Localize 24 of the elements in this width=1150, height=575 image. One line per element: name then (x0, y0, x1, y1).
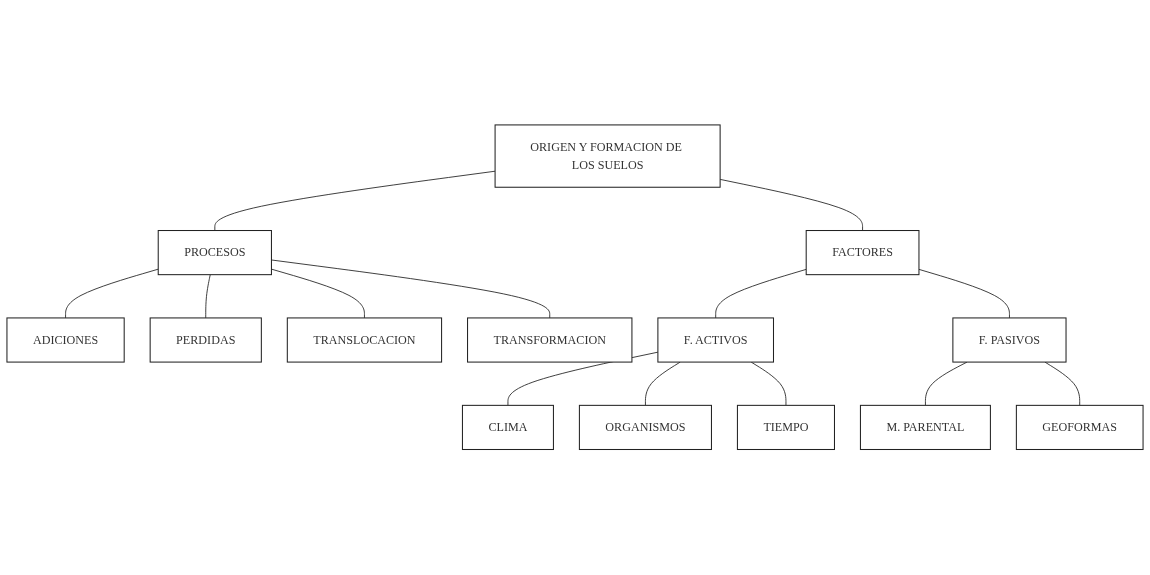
connector (750, 361, 787, 407)
node-box: PROCESOS (157, 230, 272, 276)
connector (214, 171, 496, 232)
connector (205, 274, 211, 319)
connector (1044, 361, 1081, 407)
connector (715, 269, 807, 319)
node-box: ORGANISMOS (578, 405, 712, 451)
node-box: TIEMPO (736, 405, 835, 451)
node-box: F. ACTIVOS (657, 317, 774, 363)
node-box: F. PASIVOS (952, 317, 1067, 363)
node-box: FACTORES (805, 230, 920, 276)
node-box: ORIGEN Y FORMACION DE LOS SUELOS (494, 124, 721, 189)
node-box: GEOFORMAS (1015, 405, 1144, 451)
node-box: ADICIONES (6, 317, 125, 363)
node-box: CLIMA (461, 405, 554, 451)
node-box: TRANSFORMACION (467, 317, 633, 363)
connector (271, 259, 551, 319)
connector (645, 361, 681, 407)
connector (918, 269, 1010, 319)
node-box: M. PARENTAL (859, 405, 991, 451)
connector (65, 269, 159, 319)
connector (271, 268, 365, 319)
node-box: PERDIDAS (149, 317, 262, 363)
node-box: TRANSLOCACION (286, 317, 443, 363)
